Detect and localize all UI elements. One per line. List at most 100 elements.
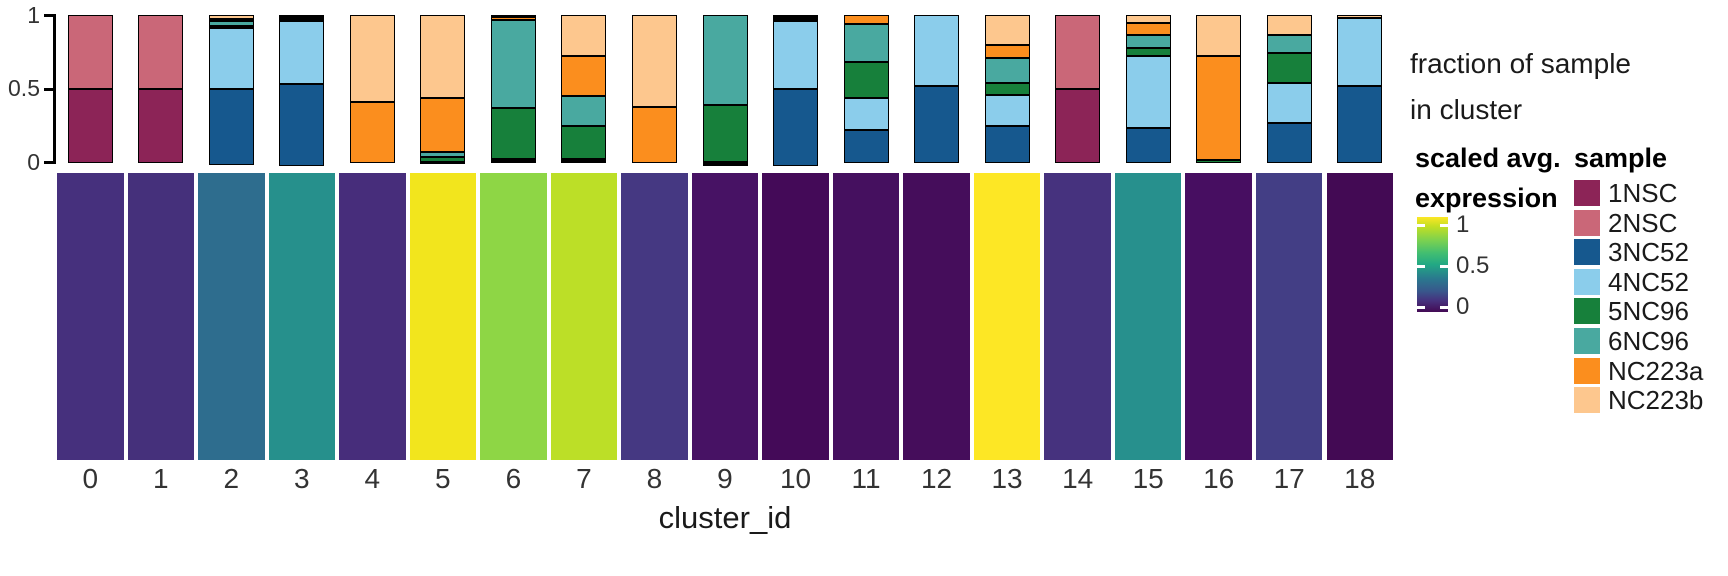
x-tick-label-2: 2 [196, 464, 267, 494]
x-tick-label-5: 5 [408, 464, 479, 494]
segment-NC223a [1126, 23, 1171, 35]
segment-NC223a [844, 15, 889, 24]
heatmap-cell-cluster-8 [621, 173, 688, 460]
expression-legend-title-line2: expression [1415, 183, 1558, 214]
segment-3NC52 [914, 86, 959, 163]
segment-3NC52 [773, 89, 818, 166]
segment-3NC52 [420, 162, 465, 164]
x-tick-label-18: 18 [1325, 464, 1396, 494]
sample-label-6NC96: 6NC96 [1608, 328, 1689, 355]
segment-3NC52 [1267, 123, 1312, 163]
colorbar-tick-mark-0 [1440, 306, 1448, 309]
colorbar-tick-mark-0 [1417, 306, 1425, 309]
segment-4NC52 [985, 95, 1030, 126]
segment-6NC96 [491, 20, 536, 108]
segment-5NC96 [1126, 48, 1171, 57]
x-tick-label-17: 17 [1254, 464, 1325, 494]
sample-swatch-3NC52 [1574, 239, 1600, 265]
segment-3NC52 [279, 84, 324, 165]
heatmap-cell-cluster-1 [128, 173, 195, 460]
y-tick-label-0-5: 0.5 [0, 77, 40, 100]
segment-1NSC [703, 164, 748, 166]
segment-5NC96 [985, 83, 1030, 95]
segment-4NC52 [209, 28, 254, 89]
segment-1NSC [561, 161, 606, 163]
segment-5NC96 [703, 105, 748, 162]
segment-5NC96 [561, 126, 606, 159]
segment-6NC96 [844, 24, 889, 62]
x-tick-label-6: 6 [478, 464, 549, 494]
fraction-bar-cluster-5 [420, 15, 465, 163]
heatmap-cell-cluster-4 [339, 173, 406, 460]
segment-NC223a [1196, 56, 1241, 160]
colorbar-tick-label-1: 1 [1456, 213, 1516, 237]
segment-NC223b [350, 15, 395, 102]
segment-NC223b [632, 15, 677, 107]
heatmap-cell-cluster-12 [903, 173, 970, 460]
segment-4NC52 [279, 21, 324, 84]
x-tick-label-10: 10 [760, 464, 831, 494]
sample-label-NC223a: NC223a [1608, 358, 1703, 385]
colorbar-tick-mark-1 [1417, 224, 1425, 227]
heatmap-cell-cluster-10 [762, 173, 829, 460]
heatmap-cell-cluster-13 [974, 173, 1041, 460]
expression-colorbar [1417, 217, 1448, 312]
x-tick-label-15: 15 [1113, 464, 1184, 494]
heatmap-cell-cluster-18 [1327, 173, 1394, 460]
heatmap-cell-cluster-7 [551, 173, 618, 460]
x-tick-label-11: 11 [831, 464, 902, 494]
sample-swatch-4NC52 [1574, 269, 1600, 295]
segment-6NC96 [561, 96, 606, 126]
x-axis-tick-labels: 0123456789101112131415161718 [55, 464, 1395, 496]
y-tick-0 [44, 161, 54, 164]
segment-4NC52 [844, 98, 889, 131]
segment-6NC96 [1126, 35, 1171, 48]
sample-legend-title: sample [1574, 143, 1667, 174]
fraction-bar-cluster-3 [279, 15, 324, 163]
segment-2NSC [1055, 15, 1100, 89]
fraction-bar-cluster-11 [844, 15, 889, 163]
segment-5NC96 [844, 62, 889, 98]
heatmap-cell-cluster-17 [1256, 173, 1323, 460]
heatmap-cell-cluster-9 [692, 173, 759, 460]
heatmap-cell-cluster-0 [57, 173, 124, 460]
y-tick-1 [44, 14, 54, 17]
segment-3NC52 [491, 161, 536, 164]
fraction-bar-cluster-17 [1267, 15, 1312, 163]
segment-4NC52 [1126, 56, 1171, 128]
fraction-stacked-bar-panel [55, 15, 1395, 163]
heatmap-cell-cluster-5 [410, 173, 477, 460]
fraction-bar-cluster-14 [1055, 15, 1100, 163]
segment-4NC52 [1267, 83, 1312, 123]
segment-3NC52 [985, 126, 1030, 163]
segment-6NC96 [703, 15, 748, 105]
fraction-bar-cluster-8 [632, 15, 677, 163]
segment-5NC96 [1196, 160, 1241, 163]
segment-NC223b [1126, 15, 1171, 23]
sample-swatch-NC223b [1574, 387, 1600, 413]
segment-NC223a [420, 98, 465, 152]
y-tick-0-5 [44, 88, 54, 91]
y-tick-label-0: 0 [0, 151, 40, 174]
x-tick-label-7: 7 [549, 464, 620, 494]
colorbar-tick-label-0: 0 [1456, 295, 1516, 319]
segment-4NC52 [914, 15, 959, 86]
segment-NC223b [420, 15, 465, 98]
sample-label-5NC96: 5NC96 [1608, 298, 1689, 325]
segment-2NSC [68, 15, 113, 89]
x-tick-label-1: 1 [126, 464, 197, 494]
colorbar-tick-mark-1 [1440, 224, 1448, 227]
segment-1NSC [1055, 89, 1100, 163]
segment-4NC52 [773, 21, 818, 89]
sample-label-2NSC: 2NSC [1608, 210, 1677, 237]
fraction-bar-cluster-16 [1196, 15, 1241, 163]
heatmap-cell-cluster-16 [1185, 173, 1252, 460]
x-tick-label-4: 4 [337, 464, 408, 494]
x-tick-label-13: 13 [972, 464, 1043, 494]
fraction-bar-cluster-13 [985, 15, 1030, 163]
sample-label-NC223b: NC223b [1608, 387, 1703, 414]
colorbar-tick-mark-0.5 [1440, 265, 1448, 268]
fraction-legend-title-line1: fraction of sample [1410, 48, 1631, 80]
heatmap-cell-cluster-3 [269, 173, 336, 460]
